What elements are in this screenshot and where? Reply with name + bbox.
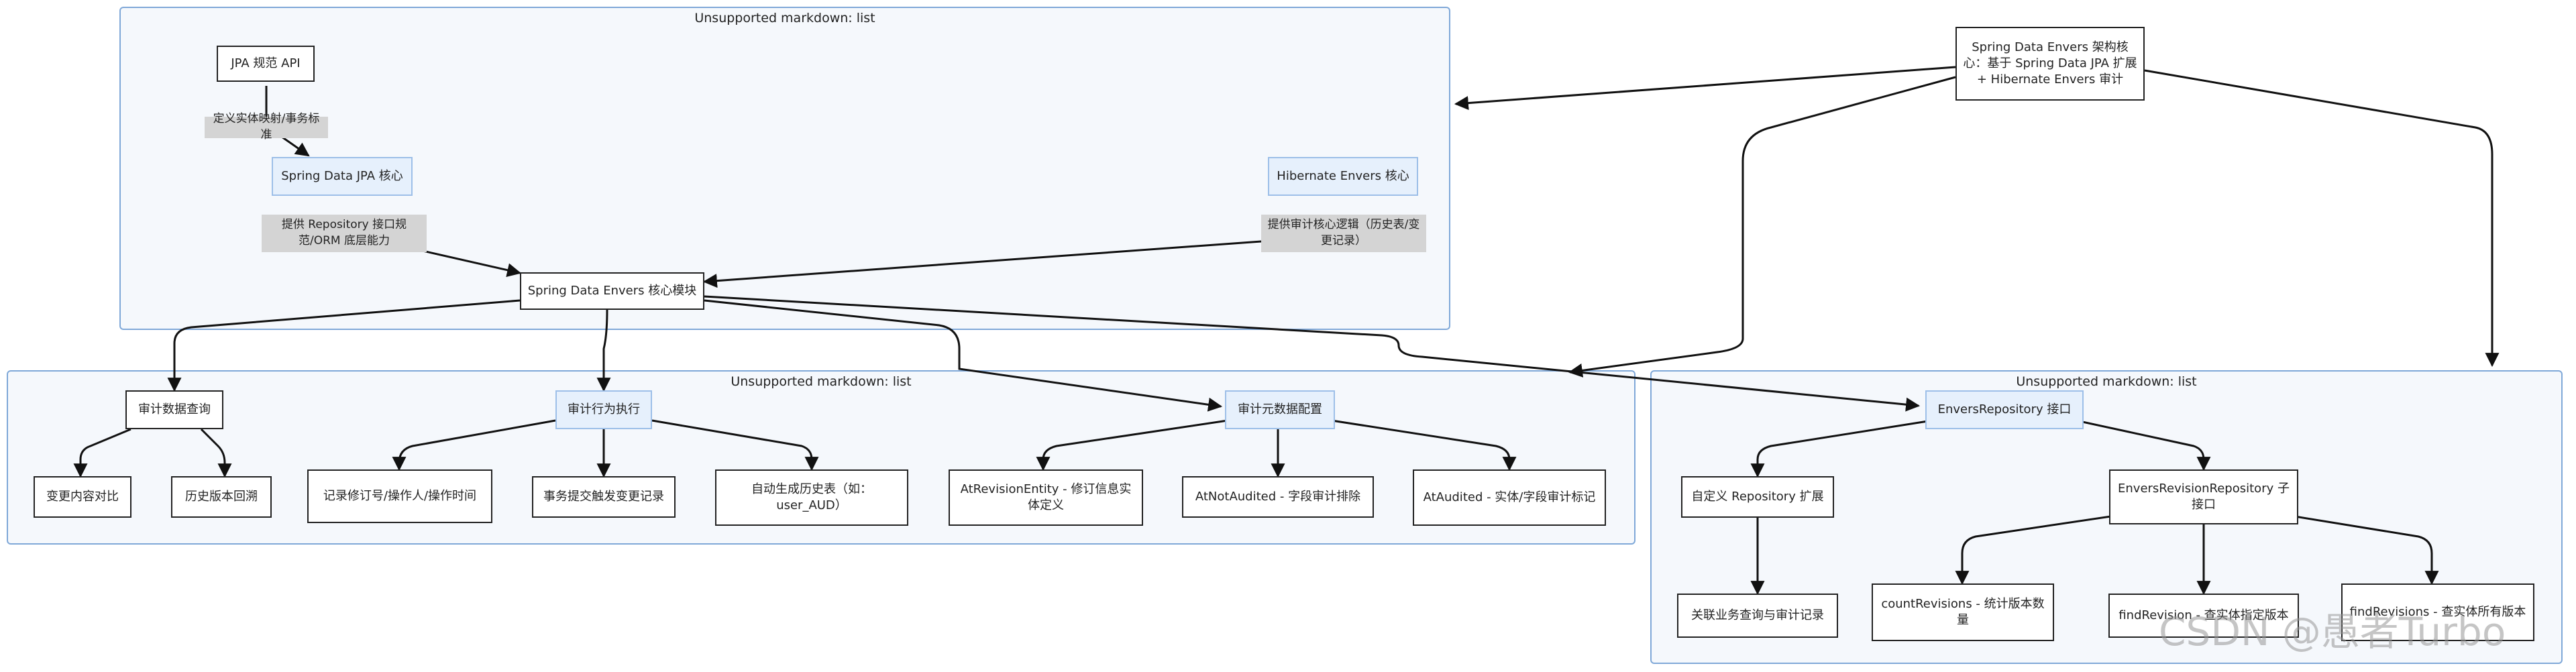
edge-query-to-history bbox=[200, 428, 232, 478]
node-count-revisions-label: countRevisions - 统计版本数量 bbox=[1881, 596, 2045, 627]
node-biz-query-label: 关联业务查询与审计记录 bbox=[1691, 608, 1824, 622]
watermark-text: CSDN @愚者Turbo bbox=[2159, 609, 2506, 655]
node-at-revision-entity-label: AtRevisionEntity - 修订信息实体定义 bbox=[960, 482, 1132, 512]
node-at-audited-label: AtAudited - 实体/字段审计标记 bbox=[1423, 490, 1596, 504]
edge-repo-to-rev-repo bbox=[2076, 419, 2211, 471]
node-auto-history-label: 自动生成历史表（如：user_AUD） bbox=[751, 482, 872, 512]
node-hibernate-envers[interactable]: Hibernate Envers 核心 bbox=[1268, 157, 1418, 196]
node-root[interactable]: Spring Data Envers 架构核心：基于 Spring Data J… bbox=[1955, 27, 2145, 101]
node-envers-revision-repository-label: EnversRevisionRepository 子接口 bbox=[2118, 481, 2290, 512]
edge-exec-to-record bbox=[392, 419, 556, 471]
node-envers-core-module-label: Spring Data Envers 核心模块 bbox=[527, 283, 697, 298]
node-find-revision[interactable]: findRevision - 查实体指定版本 bbox=[2108, 594, 2299, 638]
edge-repo-to-custom bbox=[1750, 419, 1933, 478]
edge-root-to-right bbox=[2144, 69, 2500, 368]
edge-label-sd-to-core: 提供 Repository 接口规范/ORM 底层能力 bbox=[262, 215, 427, 252]
node-at-not-audited-label: AtNotAudited - 字段审计排除 bbox=[1195, 489, 1361, 504]
node-audit-exec[interactable]: 审计行为执行 bbox=[555, 390, 652, 429]
node-spring-data-jpa-label: Spring Data JPA 核心 bbox=[281, 168, 403, 183]
node-tx-commit[interactable]: 事务提交触发变更记录 bbox=[532, 476, 676, 518]
node-history-back[interactable]: 历史版本回溯 bbox=[171, 476, 272, 518]
cluster-title-top: Unsupported markdown: list bbox=[694, 11, 875, 25]
node-envers-repository[interactable]: EnversRepository 接口 bbox=[1925, 390, 2084, 429]
node-biz-query[interactable]: 关联业务查询与审计记录 bbox=[1677, 594, 1838, 638]
node-audit-query-label: 审计数据查询 bbox=[138, 402, 211, 416]
edge-root-to-left bbox=[1568, 76, 1956, 378]
edge-label-jpa-to-sd: 定义实体映射/事务标准 bbox=[205, 112, 328, 142]
edge-query-to-compare bbox=[73, 428, 131, 478]
node-at-audited[interactable]: AtAudited - 实体/字段审计标记 bbox=[1413, 469, 1606, 526]
node-count-revisions[interactable]: countRevisions - 统计版本数量 bbox=[1872, 583, 2054, 641]
node-envers-core-module[interactable]: Spring Data Envers 核心模块 bbox=[520, 272, 704, 310]
edge-exec-to-auto bbox=[651, 419, 819, 471]
node-record-revision-label: 记录修订号/操作人/操作时间 bbox=[323, 488, 477, 503]
node-hibernate-envers-label: Hibernate Envers 核心 bbox=[1277, 168, 1409, 183]
node-audit-query[interactable]: 审计数据查询 bbox=[125, 390, 223, 429]
node-envers-revision-repository[interactable]: EnversRevisionRepository 子接口 bbox=[2109, 469, 2298, 524]
node-custom-repository[interactable]: 自定义 Repository 扩展 bbox=[1681, 476, 1834, 518]
node-change-compare-label: 变更内容对比 bbox=[46, 489, 119, 504]
node-envers-repository-label: EnversRepository 接口 bbox=[1937, 402, 2072, 416]
node-change-compare[interactable]: 变更内容对比 bbox=[34, 476, 131, 518]
node-auto-history[interactable]: 自动生成历史表（如：user_AUD） bbox=[715, 469, 908, 526]
node-record-revision[interactable]: 记录修订号/操作人/操作时间 bbox=[307, 469, 492, 523]
node-at-not-audited[interactable]: AtNotAudited - 字段审计排除 bbox=[1182, 476, 1374, 518]
node-find-revisions[interactable]: findRevisions - 查实体所有版本 bbox=[2341, 583, 2534, 641]
node-audit-exec-label: 审计行为执行 bbox=[568, 402, 640, 416]
cluster-title-left: Unsupported markdown: list bbox=[731, 374, 912, 389]
node-audit-meta[interactable]: 审计元数据配置 bbox=[1225, 390, 1335, 429]
cluster-title-right: Unsupported markdown: list bbox=[2016, 374, 2197, 389]
node-find-revisions-label: findRevisions - 查实体所有版本 bbox=[2349, 604, 2526, 619]
node-spring-data-jpa[interactable]: Spring Data JPA 核心 bbox=[272, 157, 413, 196]
node-jpa-api[interactable]: JPA 规范 API bbox=[217, 46, 315, 82]
edge-hib-to-core bbox=[702, 240, 1262, 288]
edge-sd-to-core bbox=[422, 249, 522, 278]
edge-meta-to-audited bbox=[1331, 419, 1517, 471]
node-tx-commit-label: 事务提交触发变更记录 bbox=[543, 489, 664, 504]
edge-meta-to-revision bbox=[1036, 419, 1228, 471]
node-history-back-label: 历史版本回溯 bbox=[185, 489, 258, 504]
edge-core-to-query bbox=[167, 299, 521, 392]
edge-core-to-meta bbox=[704, 299, 1223, 412]
edge-label-hib-to-core: 提供审计核心逻辑（历史表/变更记录） bbox=[1261, 215, 1426, 252]
node-find-revision-label: findRevision - 查实体指定版本 bbox=[2118, 608, 2289, 622]
node-custom-repository-label: 自定义 Repository 扩展 bbox=[1691, 489, 1824, 504]
edge-core-to-envers-repo bbox=[704, 295, 1921, 412]
node-root-label: Spring Data Envers 架构核心：基于 Spring Data J… bbox=[1963, 40, 2137, 87]
node-jpa-api-label: JPA 规范 API bbox=[231, 56, 301, 70]
node-at-revision-entity[interactable]: AtRevisionEntity - 修订信息实体定义 bbox=[949, 469, 1143, 526]
edge-rev-to-count bbox=[1955, 512, 2134, 585]
node-audit-meta-label: 审计元数据配置 bbox=[1238, 402, 1322, 416]
edge-core-to-exec bbox=[596, 309, 611, 392]
edge-rev-to-finds bbox=[2273, 512, 2439, 585]
edge-root-to-top bbox=[1454, 66, 1956, 111]
